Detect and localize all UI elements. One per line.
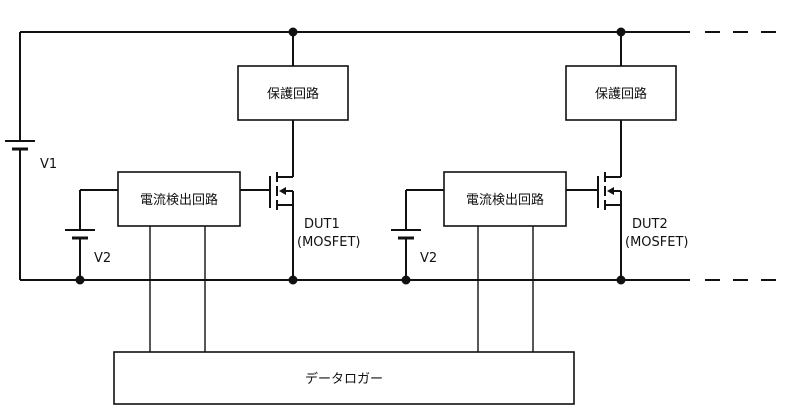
v2-right-battery: [391, 189, 444, 280]
v1-battery: [5, 32, 35, 280]
current-detect-label-2: 電流検出回路: [466, 192, 544, 208]
dut1-type: (MOSFET): [297, 235, 360, 250]
protection-label-2: 保護回路: [595, 86, 647, 102]
protection-label-1: 保護回路: [267, 86, 319, 102]
current-detect-box-1: [117, 171, 241, 227]
current-detect-box-2: [443, 171, 567, 227]
junction-dots: [75, 27, 626, 285]
v2-right-label: V2: [420, 251, 437, 266]
v1-label: V1: [40, 157, 57, 172]
mosfet-symbol-1: [269, 120, 294, 280]
dut2-name: DUT2: [632, 217, 668, 232]
v2-left-label: V2: [94, 251, 111, 266]
dut2-type: (MOSFET): [625, 235, 688, 250]
protection-box-1: [237, 65, 349, 121]
v2-left-battery: [65, 189, 118, 280]
mosfet-symbol-2: [597, 120, 622, 280]
data-logger-label: データロガー: [305, 371, 383, 387]
dut1-name: DUT1: [304, 217, 340, 232]
current-detect-label-1: 電流検出回路: [140, 192, 218, 208]
data-logger-box: [113, 351, 575, 405]
protection-box-2: [565, 65, 677, 121]
logger-signal-lines: [149, 226, 534, 352]
